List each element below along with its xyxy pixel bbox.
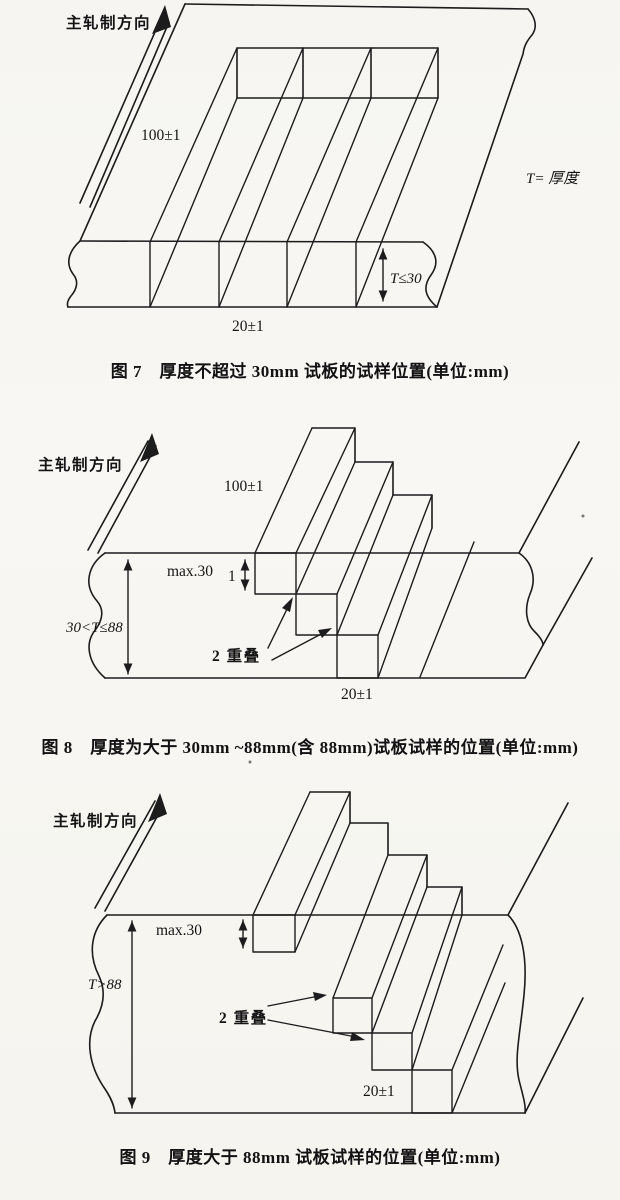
fig8-overlap-label: 2 重叠 <box>212 646 261 665</box>
fig8-overlap-offset-label: 1 <box>228 568 236 585</box>
fig8-width-label: 20±1 <box>341 686 373 703</box>
fig8-rolling-direction-label: 主轧制方向 <box>38 455 123 474</box>
fig7-thickness-limit-label: T≤30 <box>390 271 422 287</box>
fig8-max-depth-label: max.30 <box>167 563 213 580</box>
fig7-length-label: 100±1 <box>141 127 181 144</box>
fig9-width-label: 20±1 <box>363 1083 395 1100</box>
rolling-direction-arrow <box>87 433 159 554</box>
stepped-specimens <box>252 791 506 1114</box>
scan-speck <box>581 514 585 518</box>
left-break-line <box>88 914 116 1114</box>
fig9-thickness-range-label: T>88 <box>88 977 122 993</box>
plate-outline <box>88 802 584 1114</box>
left-break-line <box>66 240 81 308</box>
right-break-line <box>422 241 438 308</box>
plate-right-edge-with-break <box>436 8 537 308</box>
stepped-specimens <box>254 427 475 679</box>
fig8-length-label: 100±1 <box>224 478 264 495</box>
figure-9-caption: 图 9 厚度大于 88mm 试板试样的位置(单位:mm) <box>119 1148 501 1167</box>
rolling-direction-arrow <box>94 793 167 912</box>
overlap-pointer-arrows <box>267 992 365 1041</box>
plate-outline <box>66 3 537 308</box>
fig7-thickness-def-label: T= 厚度 <box>526 170 580 187</box>
right-break-line <box>518 552 544 646</box>
fig9-overlap-label: 2 重叠 <box>219 1008 268 1027</box>
figure-9-drawing: 主轧制方向 max.30 T>88 2 重叠 20±1 <box>53 791 584 1114</box>
front-face-specimen-cuts <box>149 241 357 308</box>
figure-7-drawing: 主轧制方向 100±1 T= 厚度 T≤30 20±1 <box>66 3 580 335</box>
plate-outline <box>88 441 593 679</box>
figure-8-drawing: 主轧制方向 100±1 max.30 1 30<T≤88 2 重叠 20±1 <box>38 427 593 703</box>
right-break-line <box>507 914 526 1114</box>
fig9-rolling-direction-label: 主轧制方向 <box>53 811 138 830</box>
fig8-thickness-range-label: 30<T≤88 <box>65 620 123 636</box>
rolling-direction-arrow <box>79 5 171 208</box>
left-break-line <box>88 552 106 679</box>
figure-8-caption: 图 8 厚度为大于 30mm ~88mm(含 88mm)试板试样的位置(单位:m… <box>41 738 579 757</box>
specimen-end-rectangles <box>236 47 439 99</box>
fig7-width-label: 20±1 <box>232 318 264 335</box>
fig7-rolling-direction-label: 主轧制方向 <box>66 13 151 32</box>
specimen-strip-edges <box>149 47 439 308</box>
fig9-max-depth-label: max.30 <box>156 922 202 939</box>
figure-7-caption: 图 7 厚度不超过 30mm 试板的试样位置(单位:mm) <box>110 362 510 381</box>
overlap-pointer-arrows <box>267 597 332 661</box>
scan-speck <box>248 760 252 764</box>
